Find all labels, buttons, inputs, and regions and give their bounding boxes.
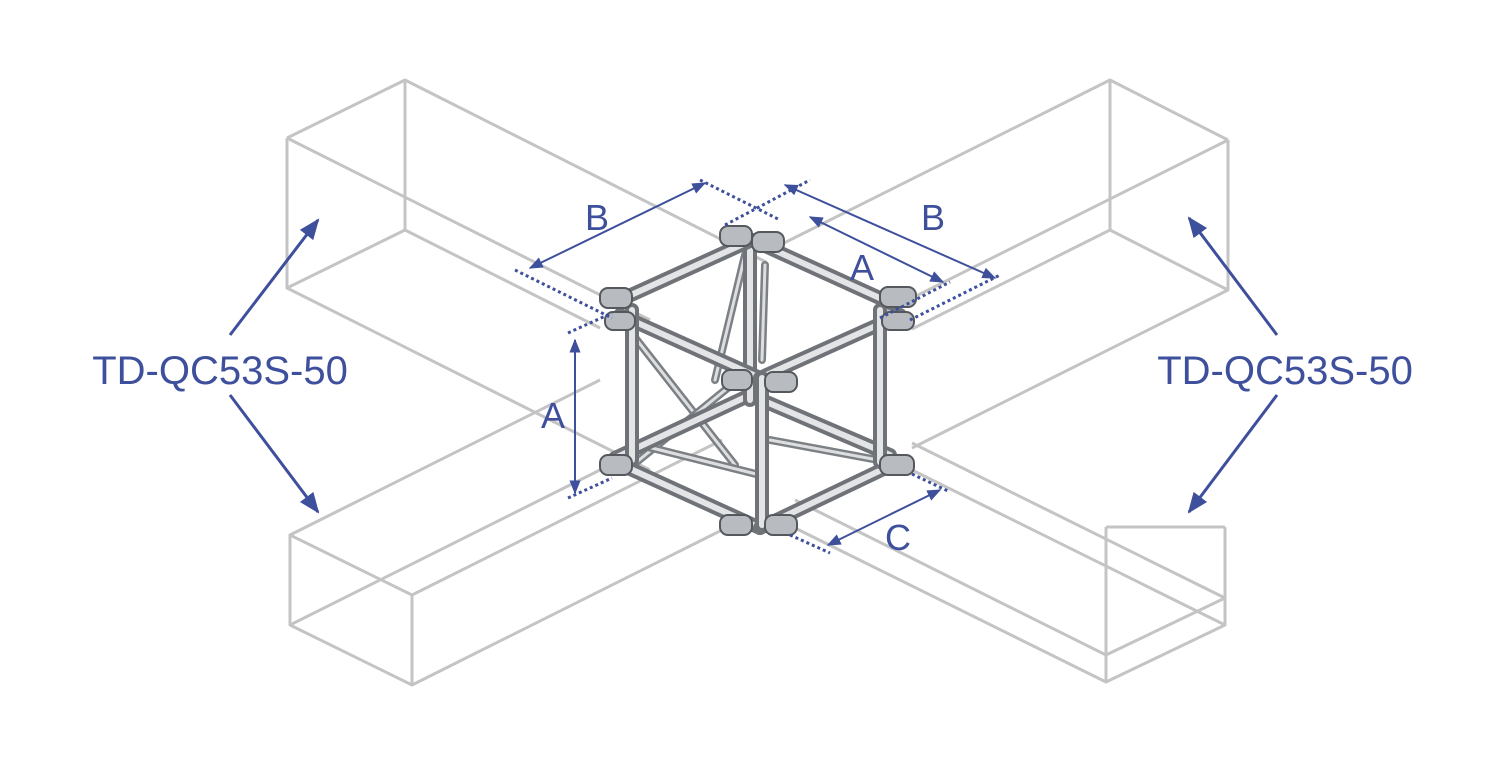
dim-label-a-top: A [850,247,874,288]
pointer-arrow-lower-right [1187,394,1279,514]
dim-a-top-extension [879,280,951,320]
dim-label-a-left: A [541,395,565,436]
model-pointer-arrows [228,216,1279,514]
model-label-left: TD-QC53S-50 [92,349,348,393]
text-labels: TD-QC53S-50 TD-QC53S-50 B B A A C [92,197,1413,558]
dim-a-top-line [808,216,945,283]
dim-b-left-line [528,182,707,269]
dim-label-c: C [885,517,911,558]
dim-c-extension-2 [911,472,951,494]
dim-a-left-extension-2 [567,476,613,500]
ghost-truss-arm-lower-right [794,441,1227,684]
ghost-truss-arm-upper-right [765,78,1230,450]
dimension-lines [514,178,1001,555]
dim-b-right-extension-2 [909,273,1001,322]
truss-posts [625,303,887,532]
dim-label-b-left: B [585,197,609,238]
pointer-arrow-upper-left [228,218,320,336]
dim-b-left-extension-2 [699,178,781,222]
dim-b-left-extension-1 [514,268,613,320]
pointer-arrow-upper-right [1187,216,1279,336]
truss-cube [599,225,917,536]
ghost-truss-arm-lower-left [288,378,723,687]
pointer-arrow-lower-left [228,394,320,514]
dim-label-b-right: B [921,197,945,238]
model-label-right: TD-QC53S-50 [1157,349,1413,393]
dim-b-right-extension-1 [724,178,811,227]
dim-c-line [826,489,942,546]
dim-a-left-extension-1 [567,311,613,335]
dim-c-extension-1 [789,533,831,555]
